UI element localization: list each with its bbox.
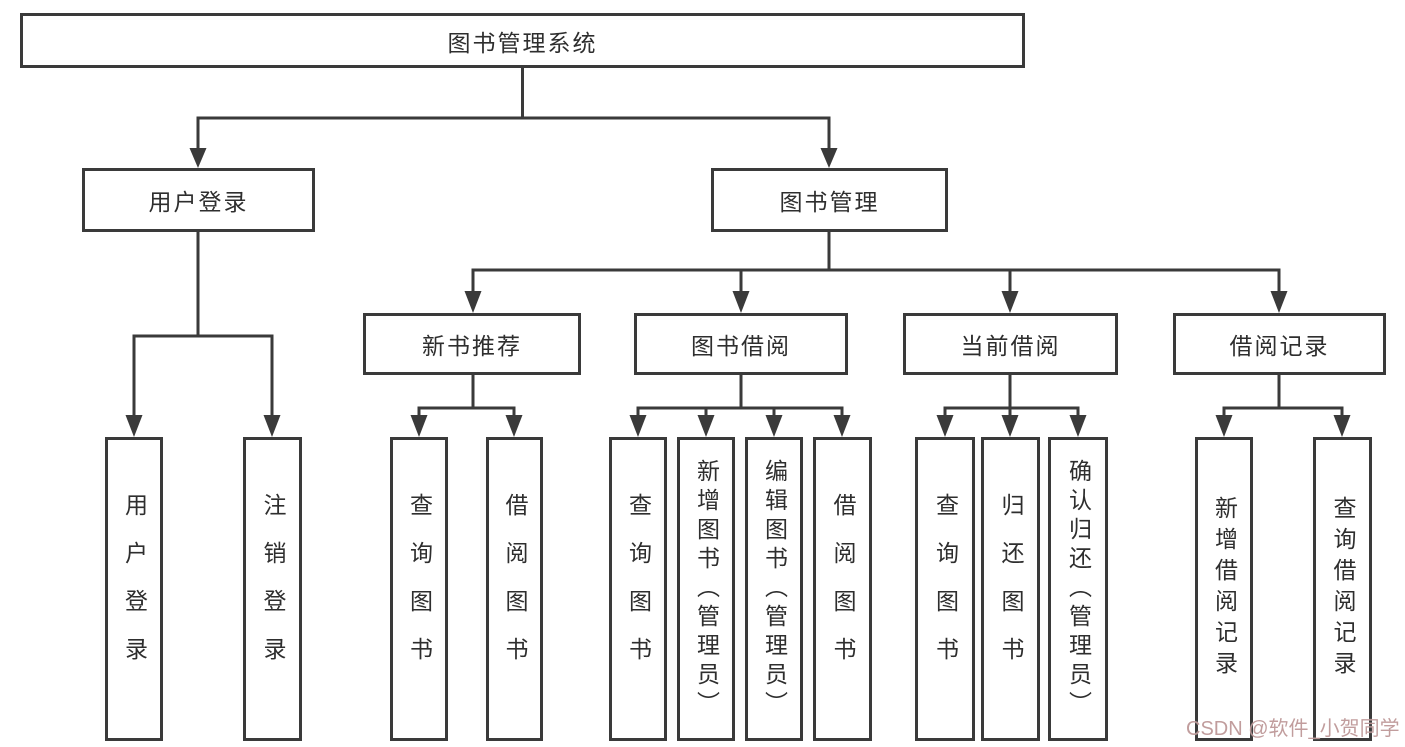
node-user-login: 用户登录 [82,168,315,232]
leaf-logout-label: 注销登录 [260,493,286,685]
leaf-user-login: 用户登录 [105,437,163,741]
connector-borrow-record-children [1215,373,1351,437]
leaf-newbook-query: 查询图书 [390,437,448,741]
leaf-add-book-admin-label: 新增图书（管理员） [693,458,720,720]
connector-user-login-children [125,230,281,437]
leaf-edit-book-admin: 编辑图书（管理员） [745,437,803,741]
leaf-query-borrow-record: 查询借阅记录 [1313,437,1372,741]
leaf-confirm-return-admin-label: 确认归还（管理员） [1065,458,1092,720]
leaf-borrow-book-label: 借阅图书 [830,493,856,685]
leaf-current-query-label: 查询图书 [932,493,959,685]
node-borrow-record: 借阅记录 [1173,313,1386,375]
connector-root-to-level1 [189,66,838,168]
leaf-user-login-label: 用户登录 [121,493,148,685]
node-user-login-label: 用户登录 [148,189,249,215]
leaf-add-borrow-record: 新增借阅记录 [1195,437,1253,741]
node-book-management-label: 图书管理 [779,189,880,215]
node-book-borrow-label: 图书借阅 [691,333,791,359]
leaf-add-borrow-record-label: 新增借阅记录 [1211,496,1238,682]
node-current-borrow-label: 当前借阅 [960,333,1061,359]
leaf-newbook-borrow-label: 借阅图书 [502,493,528,685]
leaf-logout: 注销登录 [243,437,302,741]
node-root-label: 图书管理系统 [447,29,598,56]
node-book-borrow: 图书借阅 [634,313,848,375]
leaf-borrow-query-label: 查询图书 [625,493,652,685]
node-root: 图书管理系统 [20,13,1025,68]
leaf-add-book-admin: 新增图书（管理员） [677,437,735,741]
leaf-return-book-label: 归还图书 [998,493,1024,685]
leaf-query-borrow-record-label: 查询借阅记录 [1330,496,1356,682]
node-new-book-recommend: 新书推荐 [363,313,581,375]
leaf-edit-book-admin-label: 编辑图书（管理员） [761,458,788,720]
connector-new-book-children [410,373,523,437]
leaf-borrow-query: 查询图书 [609,437,667,741]
leaf-current-query: 查询图书 [915,437,975,741]
leaf-newbook-borrow: 借阅图书 [486,437,543,741]
node-new-book-recommend-label: 新书推荐 [422,333,522,359]
leaf-return-book: 归还图书 [981,437,1040,741]
connector-current-borrow-children [936,373,1087,437]
leaf-borrow-book: 借阅图书 [813,437,872,741]
node-book-management: 图书管理 [711,168,948,232]
csdn-watermark: CSDN @软件_小贺同学 [1186,718,1400,740]
connector-book-borrow-children [629,373,851,437]
node-borrow-record-label: 借阅记录 [1229,333,1330,359]
node-current-borrow: 当前借阅 [903,313,1118,375]
leaf-newbook-query-label: 查询图书 [406,493,433,685]
connector-book-management-children [464,230,1288,313]
leaf-confirm-return-admin: 确认归还（管理员） [1048,437,1108,741]
